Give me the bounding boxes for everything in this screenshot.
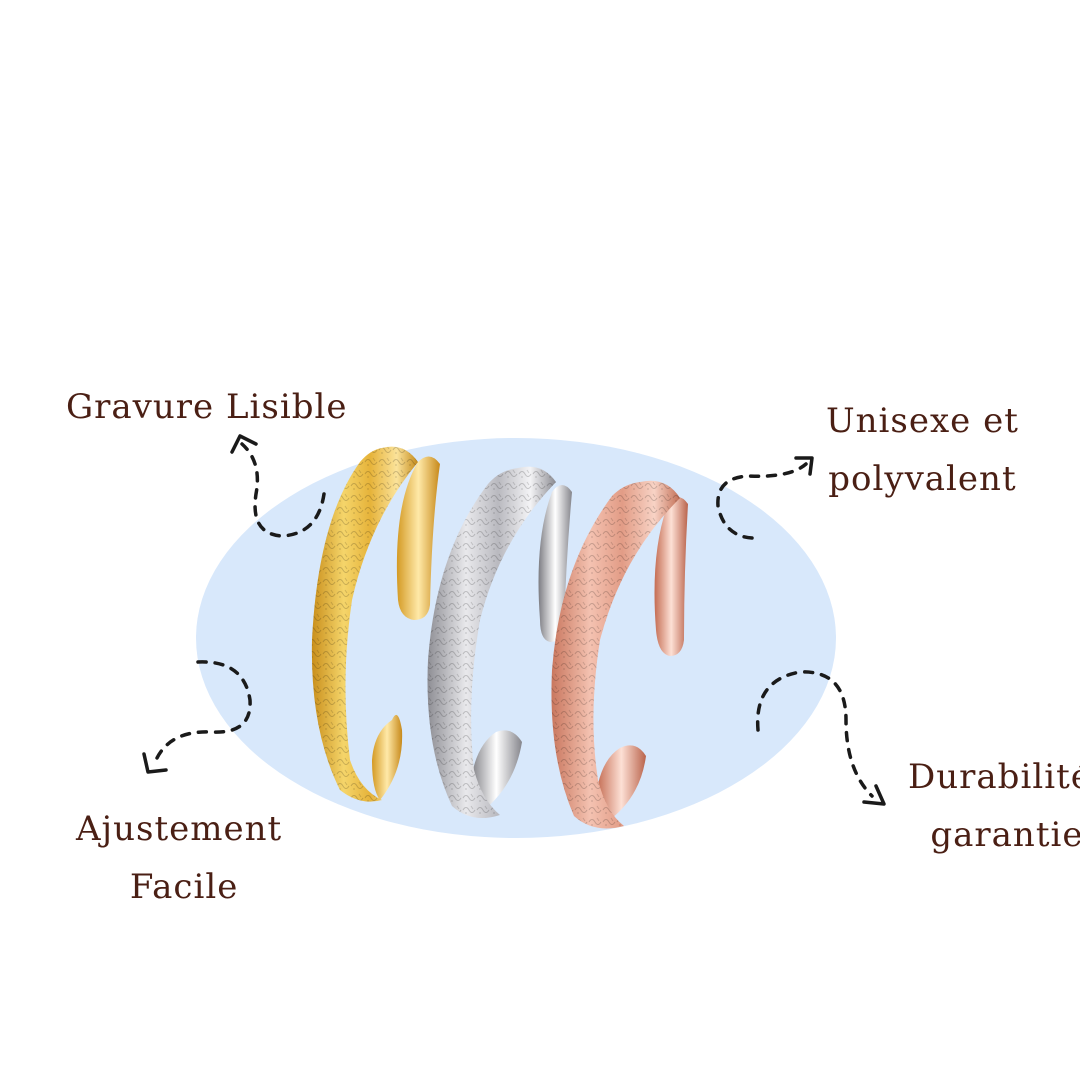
arrow-gravure: [240, 442, 326, 538]
arrowhead-ajustement: [142, 752, 168, 774]
feature-label-ajustement: Ajustement Facile: [76, 800, 282, 916]
arrow-unisexe: [716, 462, 808, 540]
feature-label-gravure: Gravure Lisible: [66, 378, 348, 436]
feature-unisexe-line2: polyvalent: [828, 459, 1017, 499]
arrow-durabilite: [755, 670, 874, 798]
gold-cuff-bracelet: [311, 446, 440, 802]
feature-durabilite-line1: Durabilité: [908, 757, 1080, 797]
feature-ajustement-line2: Facile: [129, 867, 239, 907]
arrowhead-gravure: [230, 434, 258, 454]
feature-label-unisexe: Unisexe et polyvalent: [826, 392, 1019, 508]
feature-unisexe-line1: Unisexe et: [826, 401, 1019, 441]
feature-durabilite-line2: garantie: [930, 815, 1080, 855]
feature-gravure-line1: Gravure Lisible: [66, 387, 348, 427]
arrowhead-durabilite: [862, 784, 886, 806]
feature-label-durabilite: Durabilité garantie: [908, 748, 1080, 864]
arrowhead-unisexe: [794, 456, 814, 476]
arrow-ajustement: [154, 660, 252, 762]
silver-cuff-bracelet: [427, 466, 572, 818]
feature-ajustement-line1: Ajustement: [76, 809, 283, 849]
rose-gold-cuff-bracelet: [551, 480, 688, 829]
